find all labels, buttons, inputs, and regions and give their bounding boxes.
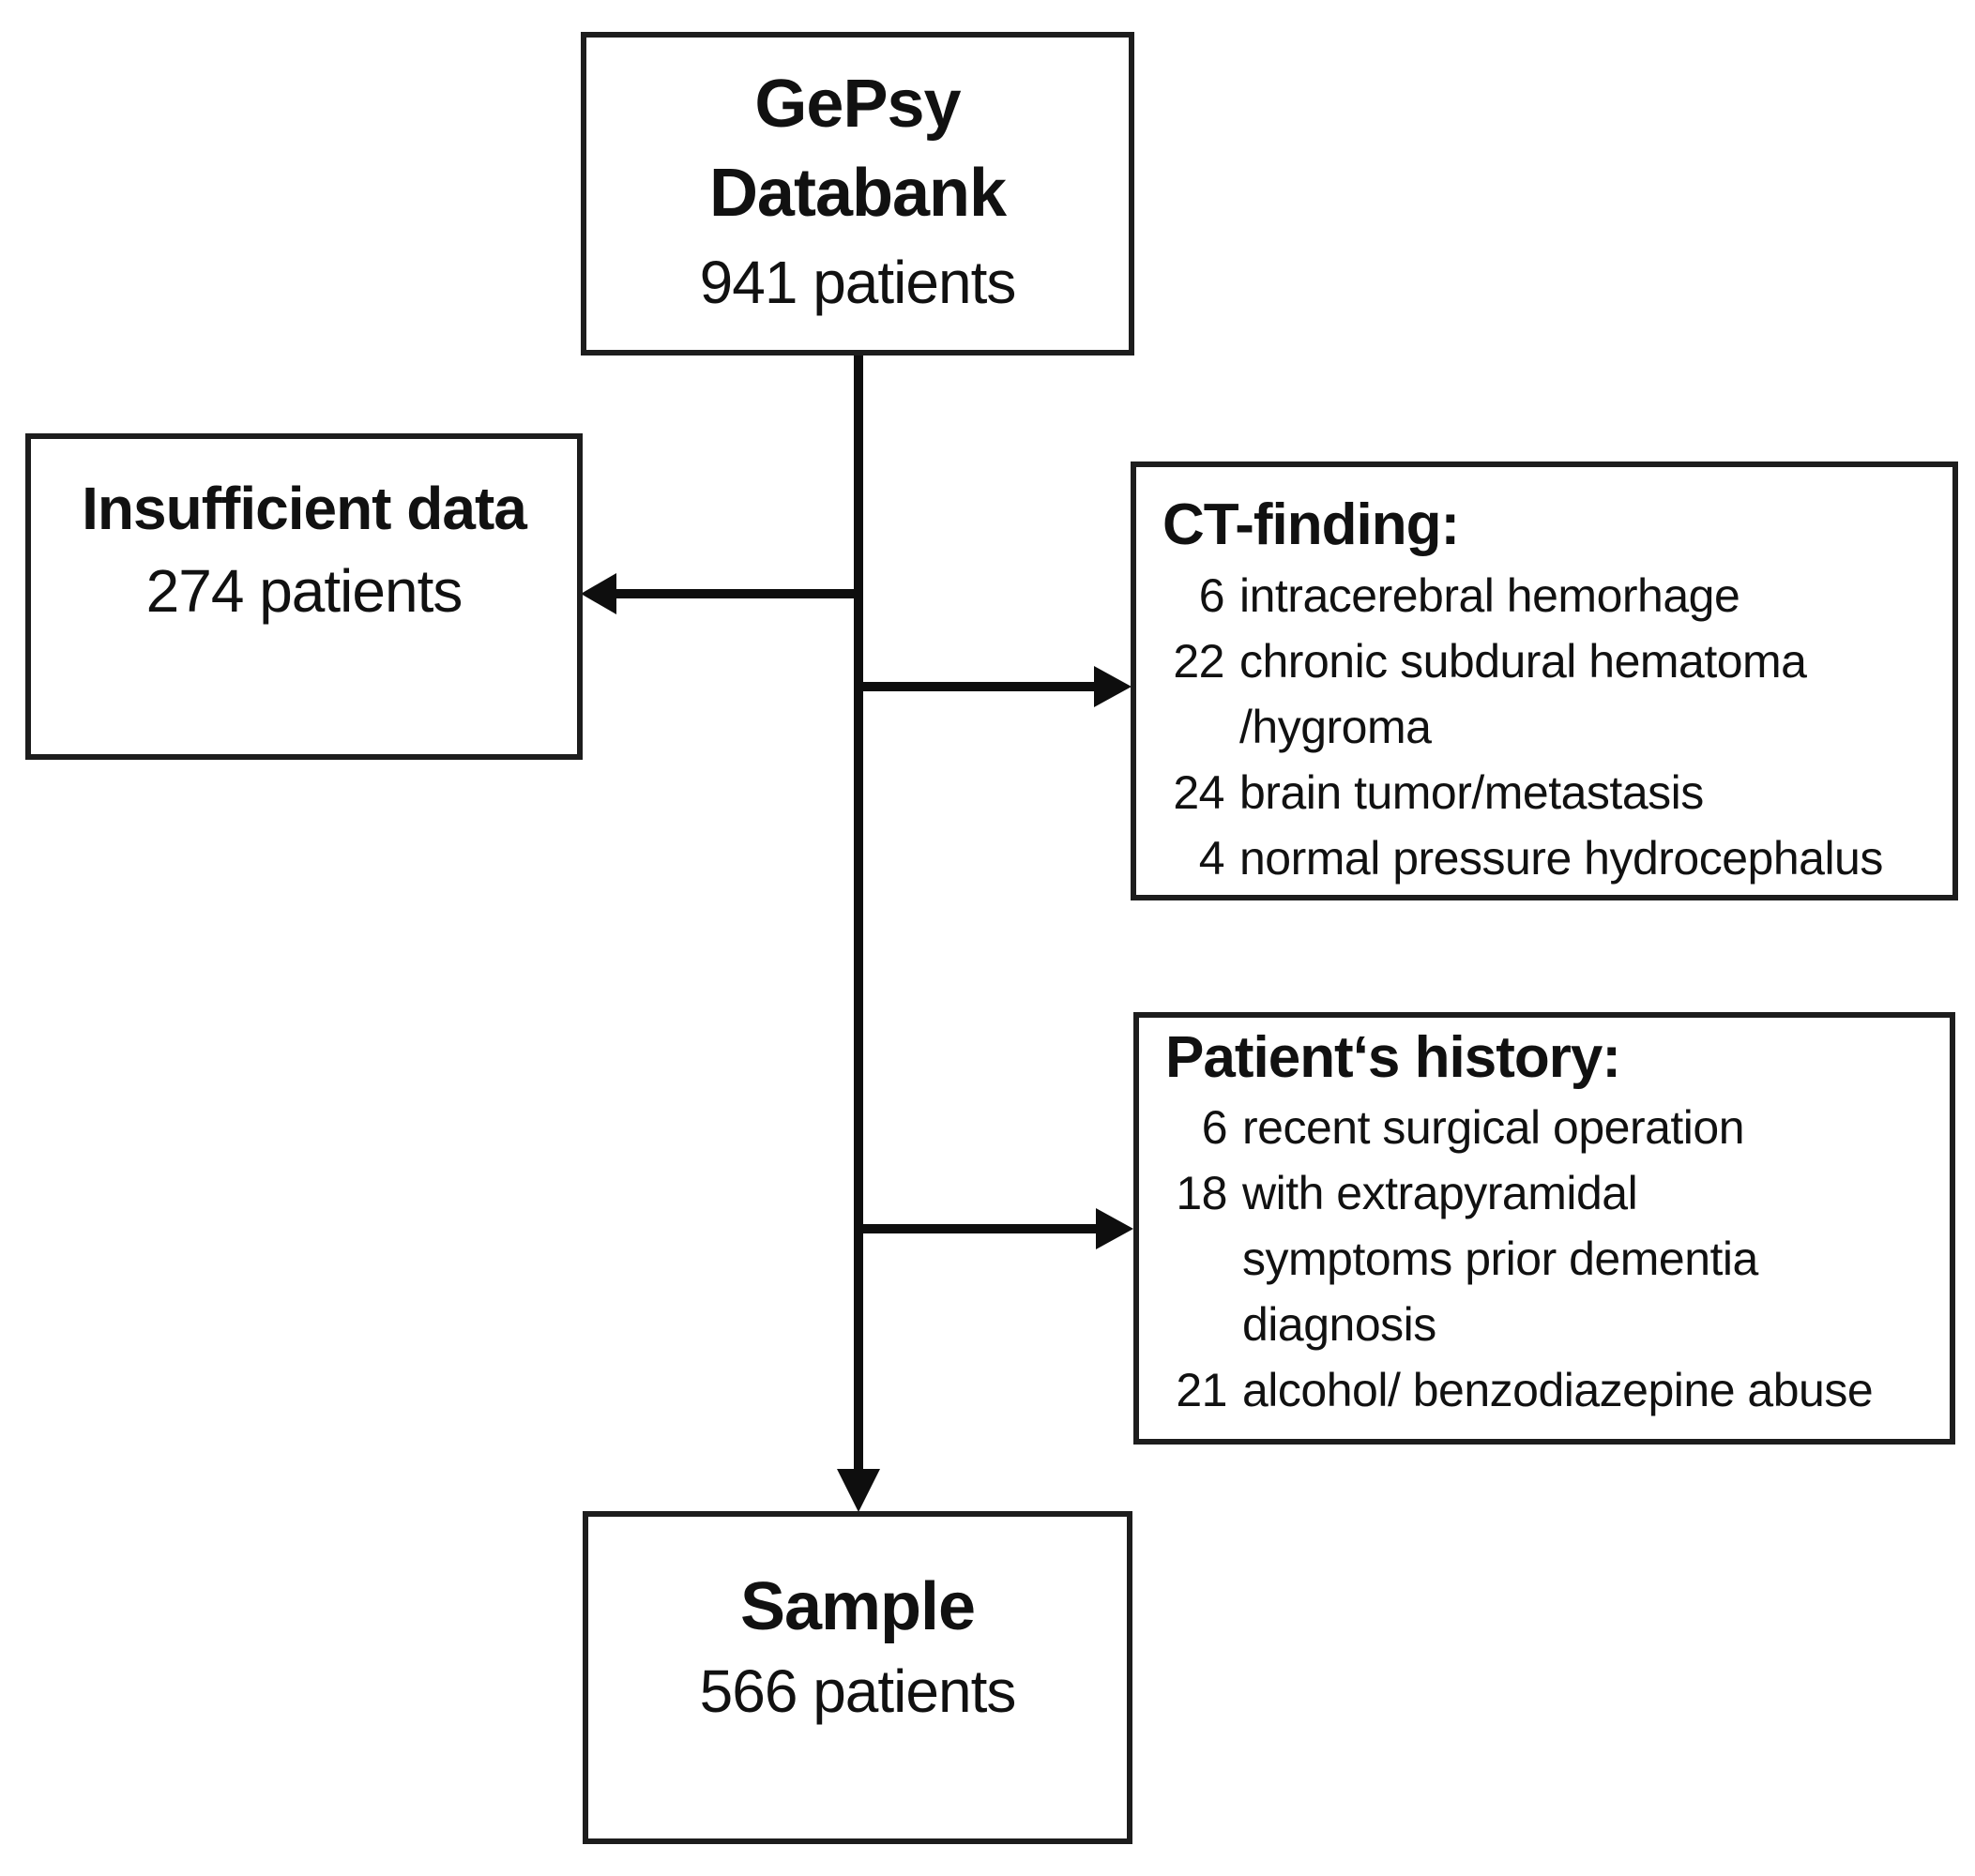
line-to-ct-finding: [854, 682, 1096, 691]
item-count: 21: [1176, 1364, 1227, 1416]
item-text-continuation: diagnosis: [1242, 1298, 1436, 1351]
insufficient-title: Insufficient data: [82, 475, 527, 542]
item-count: 4: [1198, 832, 1225, 885]
arrowhead-left-insufficient: [581, 573, 616, 614]
item-count: 18: [1176, 1167, 1227, 1219]
list-item: 6 recent surgical operation: [1165, 1095, 1933, 1160]
list-item: 21 alcohol/ benzodiazepine abuse: [1165, 1357, 1933, 1423]
item-text: alcohol/ benzodiazepine abuse: [1242, 1364, 1874, 1416]
insufficient-count: 274 patients: [145, 557, 463, 625]
databank-count: 941 patients: [699, 249, 1017, 316]
item-text-continuation: symptoms prior dementia: [1242, 1233, 1758, 1285]
list-item: 18 with extrapyramidal symptoms prior de…: [1165, 1160, 1933, 1357]
list-item: 24 brain tumor/metastasis: [1162, 760, 1936, 825]
item-text: brain tumor/metastasis: [1239, 766, 1704, 819]
item-text: chronic subdural hematoma: [1239, 635, 1807, 688]
ct-finding-heading: CT-finding:: [1162, 492, 1460, 557]
item-text-continuation: /hygroma: [1239, 701, 1432, 753]
ct-finding-box: CT-finding: 6 intracerebral hemorhage 22…: [1131, 461, 1958, 900]
databank-title-line2: Databank: [708, 156, 1007, 231]
databank-title-line1: GePsy: [754, 67, 961, 142]
item-count: 6: [1201, 1101, 1228, 1154]
arrowhead-down-to-sample: [837, 1469, 880, 1512]
line-to-insufficient: [612, 589, 858, 598]
arrowhead-right-ct-finding: [1094, 666, 1132, 707]
item-count: 22: [1173, 635, 1224, 688]
item-count: 24: [1173, 766, 1224, 819]
item-count: 6: [1198, 569, 1225, 622]
arrowhead-right-history: [1096, 1208, 1133, 1249]
insufficient-data-box: Insufficient data 274 patients: [25, 433, 583, 760]
databank-box: GePsy Databank 941 patients: [581, 32, 1134, 356]
sample-count: 566 patients: [699, 1657, 1017, 1725]
patient-history-heading: Patient‘s history:: [1165, 1025, 1621, 1090]
item-text: recent surgical operation: [1242, 1101, 1745, 1154]
item-text: normal pressure hydrocephalus: [1239, 832, 1883, 885]
item-text: with extrapyramidal: [1242, 1167, 1638, 1219]
item-text: intracerebral hemorhage: [1239, 569, 1740, 622]
sample-title: Sample: [739, 1569, 976, 1644]
list-item: 22 chronic subdural hematoma /hygroma: [1162, 628, 1936, 760]
list-item: 6 intracerebral hemorhage: [1162, 563, 1936, 628]
sample-box: Sample 566 patients: [583, 1511, 1132, 1844]
patient-history-box: Patient‘s history: 6 recent surgical ope…: [1133, 1012, 1955, 1445]
vertical-flow-line: [854, 352, 863, 1471]
list-item: 4 normal pressure hydrocephalus: [1162, 825, 1936, 891]
line-to-patient-history: [854, 1224, 1098, 1233]
